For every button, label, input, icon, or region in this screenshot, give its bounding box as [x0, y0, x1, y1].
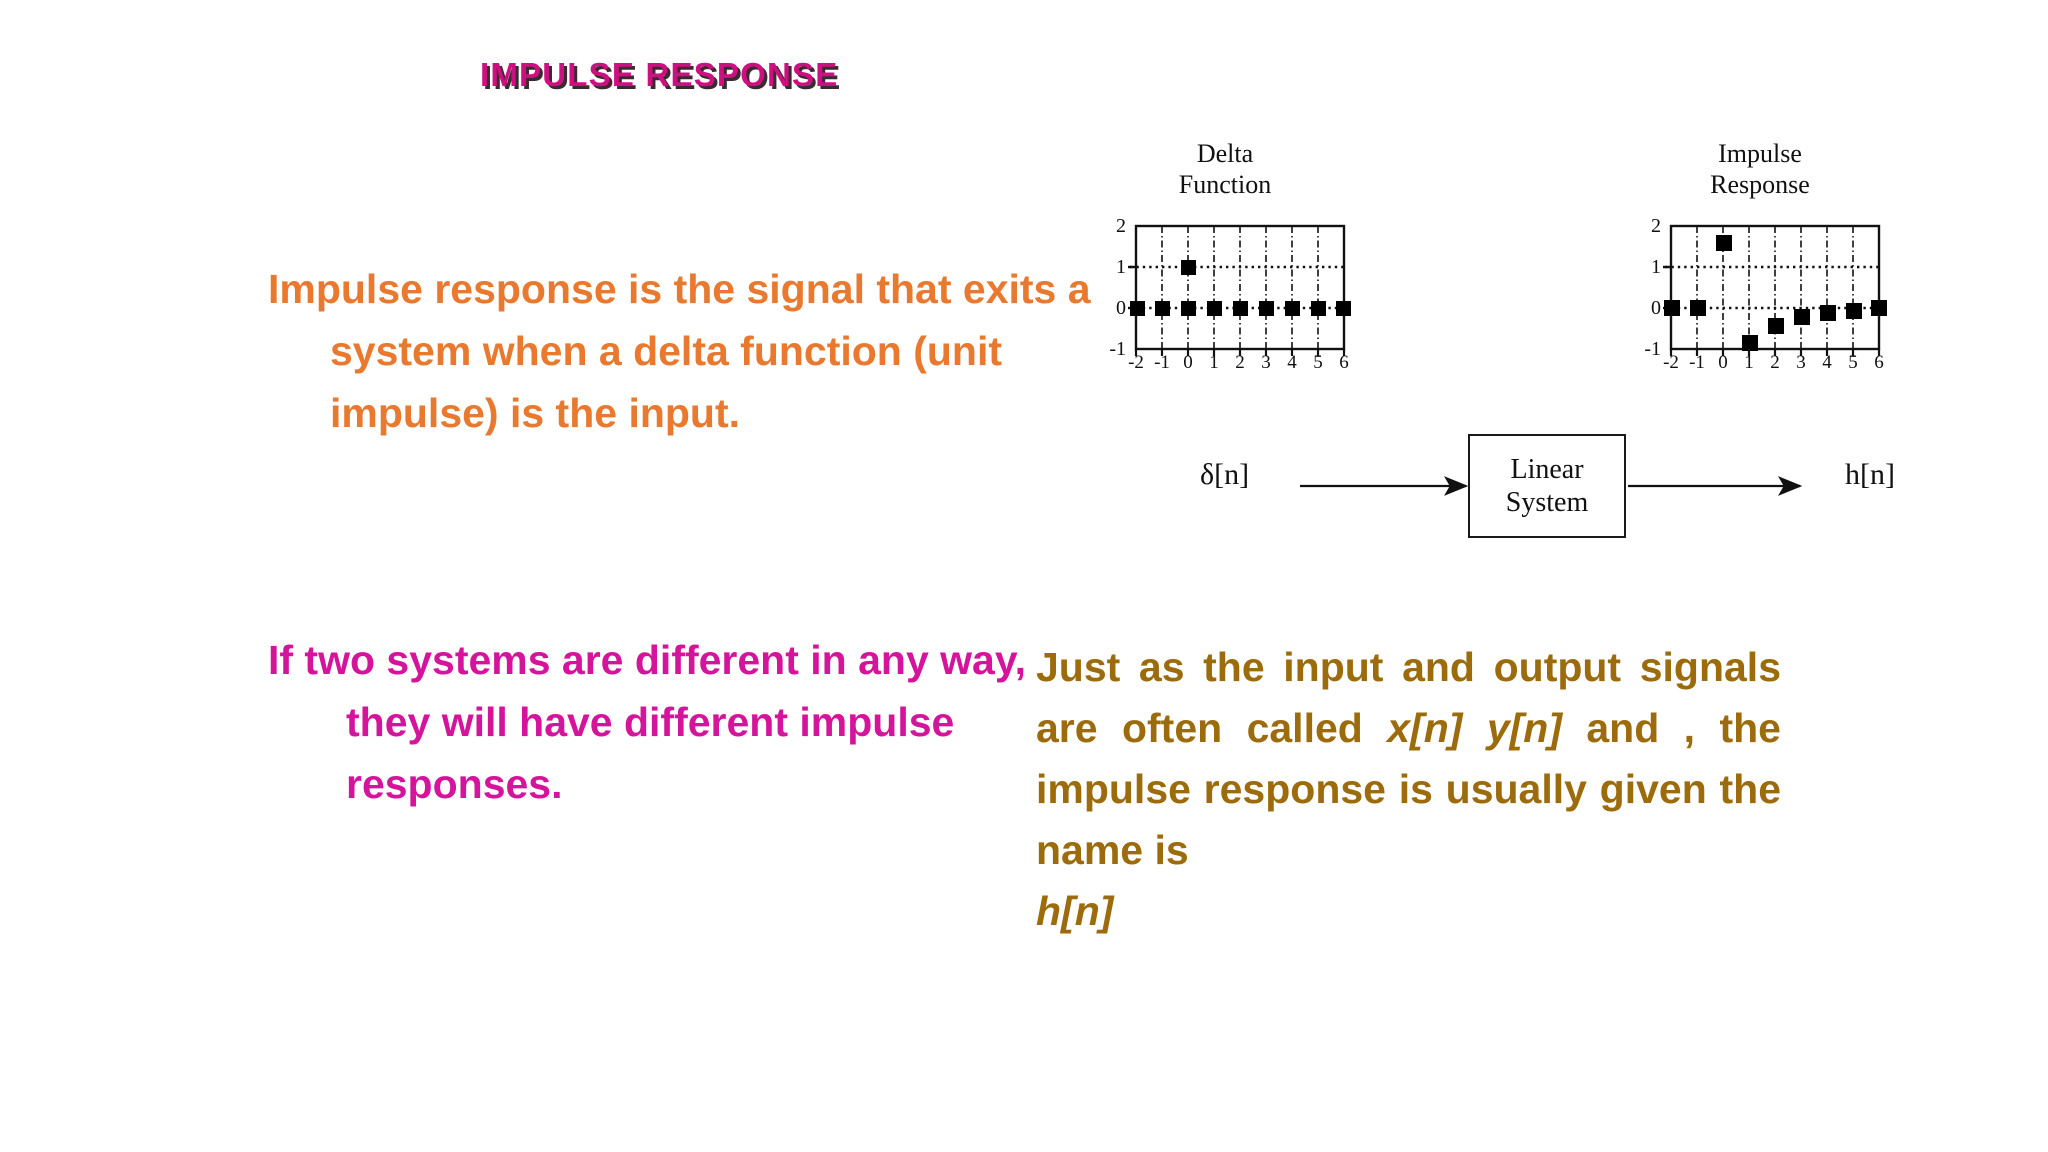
linear-system-box: Linear System	[1468, 434, 1626, 538]
impulse-xtick-neg2: -2	[1663, 352, 1679, 368]
page-title: IMPULSE RESPONSE	[480, 56, 839, 93]
delta-function-chart: Delta Function 2 1 0 -1	[1090, 138, 1360, 368]
delta-ytick-neg1: -1	[1109, 338, 1126, 360]
impulse-point-n-1	[1742, 335, 1758, 351]
impulse-point-n-neg2	[1664, 300, 1680, 316]
impulse-response-plot-svg: 2 1 0 -1	[1644, 216, 1887, 368]
delta-point-n-neg1	[1155, 301, 1170, 316]
impulse-xtick-1: 1	[1744, 352, 1754, 368]
delta-point-n-3	[1259, 301, 1274, 316]
brown-text-space-1	[1462, 705, 1486, 751]
impulse-point-n-0	[1716, 235, 1732, 251]
delta-point-n-neg2	[1130, 301, 1145, 316]
brown-naming-paragraph: Just as the input and output signals are…	[1036, 637, 1781, 942]
linear-system-block-diagram: δ[n] Linear System h[n]	[1200, 378, 1900, 538]
variable-h-of-n: h[n]	[1036, 888, 1114, 934]
impulse-point-n-neg1	[1690, 300, 1706, 316]
delta-xtick-neg1: -1	[1154, 352, 1170, 368]
linear-system-box-label: Linear System	[1505, 454, 1589, 518]
delta-point-n-0-base	[1181, 301, 1196, 316]
delta-xtick-4: 4	[1287, 352, 1297, 368]
delta-point-n-5	[1311, 301, 1326, 316]
delta-xtick-neg2: -2	[1128, 352, 1144, 368]
impulse-ytick-0: 0	[1651, 297, 1661, 319]
delta-function-chart-title: Delta Function	[1178, 139, 1272, 199]
impulse-ytick-neg1: -1	[1644, 338, 1661, 360]
delta-point-n-2	[1233, 301, 1248, 316]
impulse-xtick-0: 0	[1718, 352, 1728, 368]
impulse-point-n-6	[1871, 300, 1887, 316]
impulse-point-n-2	[1768, 318, 1784, 334]
variable-y-of-n: y[n]	[1486, 705, 1562, 751]
delta-point-n-4	[1285, 301, 1300, 316]
delta-point-n-6	[1336, 301, 1351, 316]
brown-text-part-1: Just as the input and output signals are…	[1036, 644, 1781, 751]
brown-text-part-2: and , the impulse response is usually gi…	[1036, 705, 1781, 873]
impulse-ytick-1: 1	[1651, 256, 1661, 278]
impulse-xtick-4: 4	[1822, 352, 1832, 368]
impulse-xtick-neg1: -1	[1689, 352, 1705, 368]
orange-definition-paragraph: Impulse response is the signal that exit…	[268, 266, 1091, 436]
block-diagram-arrows-svg	[1300, 476, 1803, 496]
delta-point-n-1	[1207, 301, 1222, 316]
variable-x-of-n: x[n]	[1387, 705, 1463, 751]
delta-xtick-6: 6	[1339, 352, 1349, 368]
impulse-xtick-5: 5	[1848, 352, 1858, 368]
impulse-xtick-6: 6	[1874, 352, 1884, 368]
delta-ytick-0: 0	[1116, 297, 1126, 319]
delta-ytick-1: 1	[1116, 256, 1126, 278]
impulse-xtick-3: 3	[1796, 352, 1806, 368]
delta-function-plot-svg: 2 1 0 -1	[1109, 216, 1351, 368]
impulse-xtick-2: 2	[1770, 352, 1780, 368]
delta-xtick-0: 0	[1183, 352, 1193, 368]
impulse-point-n-3	[1794, 309, 1810, 325]
block-diagram-input-label: δ[n]	[1200, 458, 1250, 491]
impulse-point-n-5	[1846, 303, 1862, 319]
magenta-statement-paragraph: If two systems are different in any way,…	[268, 637, 1026, 807]
impulse-ytick-2: 2	[1651, 216, 1661, 237]
delta-xtick-3: 3	[1261, 352, 1271, 368]
impulse-point-n-4	[1820, 305, 1836, 321]
delta-ytick-2: 2	[1116, 216, 1126, 237]
block-diagram-output-label: h[n]	[1845, 458, 1895, 491]
impulse-response-figure: Delta Function 2 1 0 -1	[1080, 138, 1910, 538]
delta-xtick-5: 5	[1313, 352, 1323, 368]
impulse-response-chart-title: Impulse Response	[1710, 139, 1810, 199]
delta-xtick-2: 2	[1235, 352, 1245, 368]
delta-xtick-1: 1	[1209, 352, 1219, 368]
impulse-response-chart: Impulse Response 2 1 0 -1	[1625, 138, 1895, 368]
delta-point-n-0	[1181, 260, 1196, 275]
